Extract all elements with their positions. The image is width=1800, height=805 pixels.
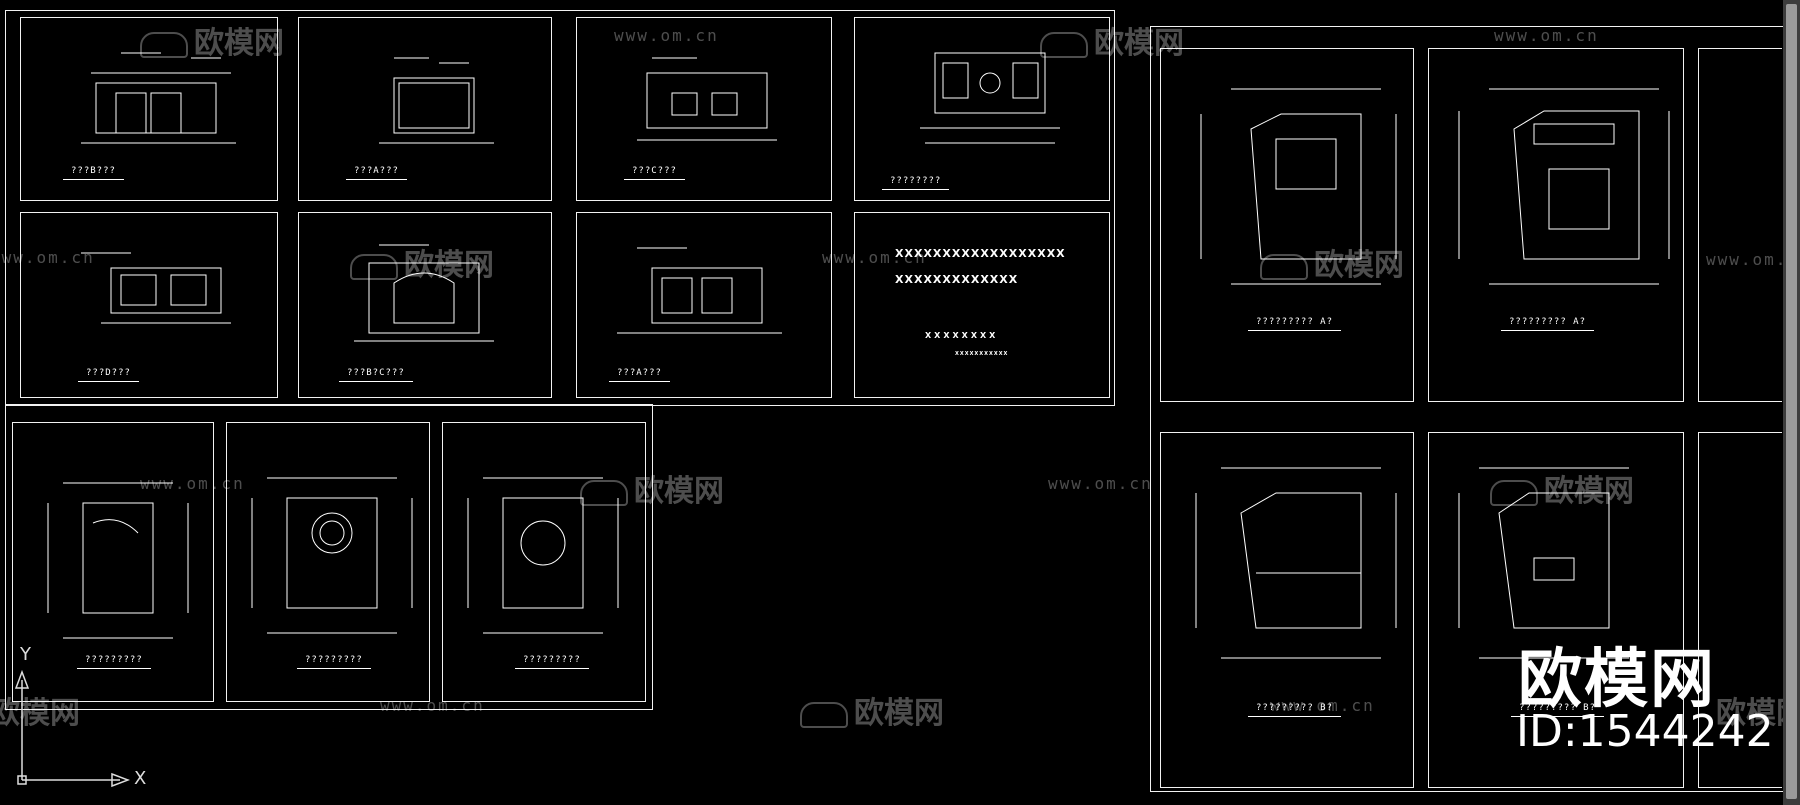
- sheet-title: ?????????: [515, 655, 589, 669]
- sheet-plan-2[interactable]: ?????????: [226, 422, 430, 702]
- sheet-plan-partial-bottom[interactable]: [1698, 432, 1782, 788]
- sheet-elevation-misc[interactable]: ????????: [854, 17, 1110, 201]
- cover-title-line-2: XXXXXXXXXXXXX: [895, 273, 1019, 286]
- drawing-elevation-bc: [299, 213, 553, 399]
- drawing-elevation-a1: [299, 18, 553, 202]
- sheet-plan-b2[interactable]: ????????? B?: [1428, 432, 1684, 788]
- sheet-elevation-a1[interactable]: ???A???: [298, 17, 552, 201]
- sheet-title: ???D???: [78, 368, 139, 382]
- sheet-title: ???B???: [63, 166, 124, 180]
- sheet-plan-3[interactable]: ?????????: [442, 422, 646, 702]
- cover-title-line-4: XXXXXXXXXXX: [955, 351, 1009, 357]
- drawing-plan-a1: [1161, 49, 1415, 403]
- sheet-elevation-d[interactable]: ???D???: [20, 212, 278, 398]
- sheet-title: ???A???: [609, 368, 670, 382]
- scrollbar-thumb[interactable]: [1786, 4, 1797, 799]
- sheet-elevation-a2[interactable]: ???A???: [576, 212, 832, 398]
- sheet-elevation-c[interactable]: ???C???: [576, 17, 832, 201]
- watermark-brand: 欧模网: [800, 688, 944, 732]
- sheet-cover[interactable]: XXXXXXXXXXXXXXXXXX XXXXXXXXXXXXX XXXXXXX…: [854, 212, 1110, 398]
- vertical-scrollbar[interactable]: [1783, 0, 1800, 805]
- drawing-elevation-c: [577, 18, 833, 202]
- ucs-axes-icon: [14, 669, 130, 788]
- sheet-title: ???B?C???: [339, 368, 413, 382]
- cover-title-line-3: XXXXXXXX: [925, 331, 999, 340]
- sheet-title: ????????? B?: [1510, 703, 1605, 717]
- sheet-title: ???C???: [624, 166, 685, 180]
- sheet-title: ????????? A?: [1500, 317, 1595, 331]
- cover-title-line-1: XXXXXXXXXXXXXXXXXX: [895, 247, 1066, 260]
- ucs-x-label: X: [134, 768, 147, 789]
- sheet-plan-a2[interactable]: ????????? A?: [1428, 48, 1684, 402]
- drawing-plan-b2: [1429, 433, 1685, 789]
- sheet-title: ?????????: [297, 655, 371, 669]
- sheet-plan-b1[interactable]: ????????? B?: [1160, 432, 1414, 788]
- sheet-title: ???A???: [346, 166, 407, 180]
- drawing-plan-a2: [1429, 49, 1685, 403]
- frame-left-lower: [5, 404, 653, 710]
- drawing-plan-3: [443, 423, 647, 703]
- sheet-elevation-b[interactable]: ???B???: [20, 17, 278, 201]
- sheet-plan-a1[interactable]: ????????? A?: [1160, 48, 1414, 402]
- sheet-title: ????????? A?: [1247, 317, 1342, 331]
- drawing-plan-2: [227, 423, 431, 703]
- sheet-title: ????????? B?: [1247, 703, 1342, 717]
- frame-left-upper: [5, 10, 1115, 406]
- brand-logo-icon: [800, 701, 848, 728]
- brand-watermark-large: 欧模网: [1518, 643, 1716, 717]
- drawing-elevation-misc: [855, 18, 1111, 202]
- ucs-y-label: Y: [20, 644, 31, 665]
- drawing-elevation-d: [21, 213, 279, 399]
- sheet-plan-1[interactable]: ?????????: [12, 422, 214, 702]
- sheet-plan-partial-top[interactable]: [1698, 48, 1782, 402]
- sheet-elevation-bc[interactable]: ???B?C???: [298, 212, 552, 398]
- sheet-title: ????????: [881, 176, 950, 190]
- drawing-plan-b1: [1161, 433, 1415, 789]
- drawing-plan-1: [13, 423, 215, 703]
- model-id-label: ID:1544242: [1516, 706, 1774, 757]
- drawing-elevation-a2: [577, 213, 833, 399]
- drawing-elevation-b: [21, 18, 279, 202]
- sheet-title: ?????????: [77, 655, 151, 669]
- watermark-url: www.om.cn: [1048, 474, 1153, 493]
